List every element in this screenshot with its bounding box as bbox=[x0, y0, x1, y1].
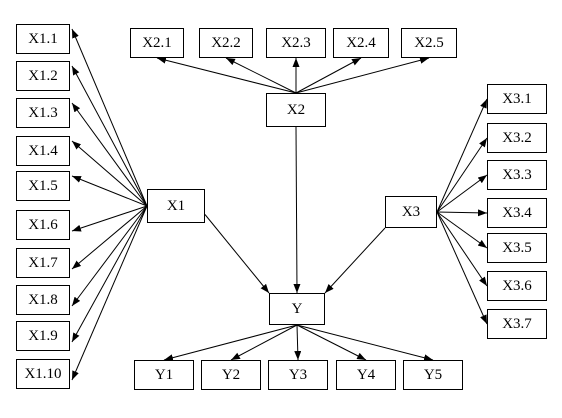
node-x1-2: X1.2 bbox=[16, 61, 70, 91]
node-y: Y bbox=[269, 293, 325, 325]
arrow-x1-to-x1-4 bbox=[71, 140, 148, 207]
node-x2-4: X2.4 bbox=[333, 28, 389, 58]
node-x2-3: X2.3 bbox=[266, 28, 326, 58]
node-y4: Y4 bbox=[336, 360, 396, 390]
arrow-x3-to-x3-1 bbox=[436, 98, 488, 213]
arrow-x1-to-x1-3 bbox=[71, 102, 148, 207]
arrow-y-to-y4 bbox=[296, 324, 367, 361]
node-x1: X1 bbox=[147, 189, 205, 223]
node-y3: Y3 bbox=[268, 360, 328, 390]
node-x1-6: X1.6 bbox=[16, 210, 70, 240]
node-x1-1: X1.1 bbox=[16, 24, 70, 54]
arrow-x3-to-x3-7 bbox=[436, 211, 488, 325]
node-x3-6: X3.6 bbox=[487, 271, 547, 301]
node-x3-4: X3.4 bbox=[487, 198, 547, 228]
node-y1: Y1 bbox=[134, 360, 194, 390]
arrow-x1-to-x1-6 bbox=[71, 205, 148, 232]
arrow-x1-to-x1-2 bbox=[71, 65, 148, 207]
node-x2-5: X2.5 bbox=[401, 28, 457, 58]
node-y2: Y2 bbox=[201, 360, 261, 390]
node-x2-1: X2.1 bbox=[130, 28, 184, 58]
node-x1-5: X1.5 bbox=[16, 171, 70, 201]
node-x2-2: X2.2 bbox=[199, 28, 253, 58]
node-x3-7: X3.7 bbox=[487, 309, 547, 339]
node-x2: X2 bbox=[266, 93, 326, 127]
node-x1-3: X1.3 bbox=[16, 98, 70, 128]
node-y5: Y5 bbox=[403, 360, 463, 390]
arrow-x1-to-y bbox=[204, 214, 270, 294]
arrow-x1-to-x1-10 bbox=[71, 205, 148, 381]
arrow-x1-to-x1-8 bbox=[71, 205, 148, 307]
arrow-x3-to-x3-2 bbox=[436, 137, 488, 213]
node-x3-3: X3.3 bbox=[487, 160, 547, 190]
arrow-x3-to-y bbox=[324, 227, 386, 294]
node-x3-1: X3.1 bbox=[487, 84, 547, 114]
arrow-x1-to-x1-5 bbox=[71, 175, 148, 207]
arrow-x3-to-x3-3 bbox=[436, 174, 488, 213]
node-x3-5: X3.5 bbox=[487, 233, 547, 263]
arrow-x1-to-x1-1 bbox=[71, 28, 148, 207]
arrow-x3-to-x3-6 bbox=[436, 211, 488, 287]
arrow-y-to-y1 bbox=[163, 324, 298, 362]
arrow-x2-to-y bbox=[293, 126, 301, 294]
node-x3-2: X3.2 bbox=[487, 123, 547, 153]
node-x1-10: X1.10 bbox=[16, 359, 70, 389]
arrow-x3-to-x3-4 bbox=[436, 209, 488, 217]
node-x3: X3 bbox=[385, 196, 437, 228]
arrow-x3-to-x3-5 bbox=[436, 211, 488, 249]
arrow-x2-to-x2-5 bbox=[295, 56, 430, 94]
node-x1-7: X1.7 bbox=[16, 248, 70, 278]
node-x1-9: X1.9 bbox=[16, 321, 70, 351]
arrow-x2-to-x2-2 bbox=[225, 57, 297, 94]
arrow-y-to-y2 bbox=[230, 324, 298, 361]
arrow-y-to-y3 bbox=[294, 324, 302, 361]
node-x1-4: X1.4 bbox=[16, 136, 70, 166]
arrow-y-to-y5 bbox=[296, 324, 434, 362]
arrow-x2-to-x2-1 bbox=[156, 56, 297, 94]
arrow-x1-to-x1-9 bbox=[71, 205, 148, 343]
arrow-x1-to-x1-7 bbox=[71, 205, 148, 270]
arrow-x2-to-x2-4 bbox=[295, 57, 362, 94]
node-x1-8: X1.8 bbox=[16, 285, 70, 315]
